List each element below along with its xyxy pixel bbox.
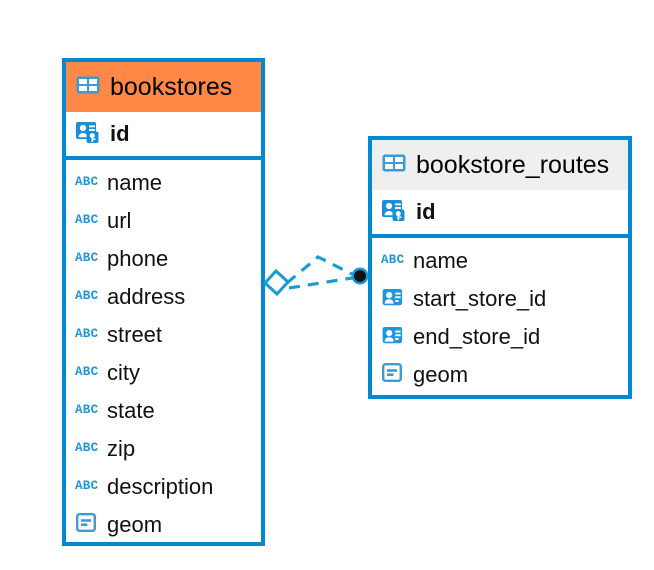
field-row-description[interactable]: ABC description [66,468,261,506]
svg-text:ABC: ABC [75,403,99,417]
field-label-routes-name: name [413,248,469,273]
svg-text:ABC: ABC [75,213,99,227]
svg-text:ABC: ABC [75,441,99,455]
abc-text-icon: ABC [381,251,405,272]
field-label-id-bookstores: id [110,121,130,146]
svg-text:ABC: ABC [75,175,99,189]
field-row-id-bookstore-routes[interactable]: id [372,190,628,238]
field-row-state[interactable]: ABC state [66,392,261,430]
field-list-bookstores: ABC name ABC url ABC p [66,160,261,542]
field-row-address[interactable]: ABC address [66,278,261,316]
field-label-phone: phone [107,246,169,271]
abc-text-icon: ABC [75,249,99,270]
foreign-key-icon [381,323,405,352]
field-label-start-store-id: start_store_id [413,286,547,311]
field-row-end-store-id[interactable]: end_store_id [372,318,628,356]
field-row-geom[interactable]: geom [66,506,261,542]
abc-text-icon: ABC [75,287,99,308]
abc-text-icon: ABC [75,439,99,460]
entity-title-bookstores: bookstores [110,72,233,101]
svg-text:ABC: ABC [381,253,405,267]
field-row-phone[interactable]: ABC phone [66,240,261,278]
relation-line-lower [288,276,353,290]
primary-key-icon [75,119,101,150]
field-row-street[interactable]: ABC street [66,316,261,354]
field-row-city[interactable]: ABC city [66,354,261,392]
field-row-name[interactable]: ABC name [66,164,261,202]
field-label-address: address [107,284,186,309]
svg-text:ABC: ABC [75,327,99,341]
svg-text:ABC: ABC [75,289,99,303]
primary-key-icon [381,197,407,228]
geometry-icon [75,511,99,540]
field-label-routes-geom: geom [413,362,469,387]
svg-text:ABC: ABC [75,479,99,493]
field-row-id-bookstores[interactable]: id [66,112,261,160]
abc-text-icon: ABC [75,363,99,384]
entity-header-bookstore-routes[interactable]: bookstore_routes [372,140,628,190]
abc-text-icon: ABC [75,211,99,232]
field-label-street: street [107,322,163,347]
field-row-routes-name[interactable]: ABC name [372,242,628,280]
entity-header-bookstores[interactable]: bookstores [66,62,261,112]
diamond-marker [262,268,291,297]
abc-text-icon: ABC [75,173,99,194]
field-list-bookstore-routes: ABC name start_store_id [372,238,628,395]
abc-text-icon: ABC [75,325,99,346]
field-row-routes-geom[interactable]: geom [372,356,628,394]
field-row-zip[interactable]: ABC zip [66,430,261,468]
entity-bookstore-routes[interactable]: bookstore_routes id [368,136,632,399]
field-label-city: city [107,360,140,385]
field-label-id-bookstore-routes: id [416,199,436,224]
abc-text-icon: ABC [75,401,99,422]
field-label-name: name [107,170,163,195]
table-grid-icon [75,72,101,103]
field-row-url[interactable]: ABC url [66,202,261,240]
svg-text:ABC: ABC [75,251,99,265]
entity-title-bookstore-routes: bookstore_routes [416,150,610,179]
svg-text:ABC: ABC [75,365,99,379]
field-label-url: url [107,208,132,233]
field-label-state: state [107,398,155,423]
geometry-icon [381,361,405,390]
table-grid-icon [381,150,407,181]
field-label-zip: zip [107,436,136,461]
relation-line-upper [285,255,353,285]
field-label-end-store-id: end_store_id [413,324,541,349]
field-label-geom: geom [107,512,163,537]
field-label-description: description [107,474,214,499]
entity-bookstores[interactable]: bookstores id [62,58,265,546]
abc-text-icon: ABC [75,477,99,498]
foreign-key-icon [381,285,405,314]
filled-circle-marker [351,267,369,285]
field-row-start-store-id[interactable]: start_store_id [372,280,628,318]
